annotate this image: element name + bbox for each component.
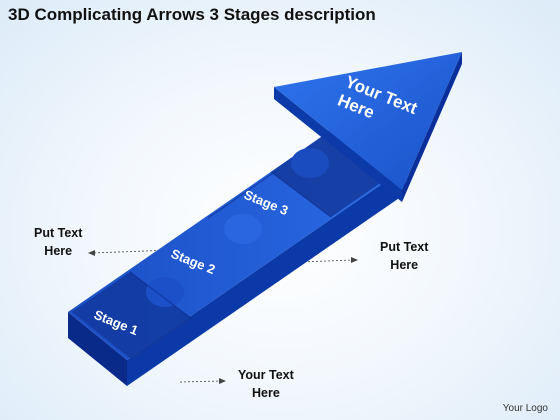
slide-title: 3D Complicating Arrows 3 Stages descript… [8,5,376,24]
callout-bottom-line-1: Your Text [238,368,294,382]
callout-right: Put Text Here [380,238,428,274]
puzzle-knob-2 [224,214,262,244]
callout-right-line-1: Put Text [380,240,429,254]
stage-1-tile [72,272,192,360]
puzzle-knob-1 [146,277,184,307]
puzzle-seam-1-2 [129,271,193,320]
leader-line-bottom [179,380,223,383]
callout-left: Put Text Here [34,224,82,260]
leader-arrow-right [351,257,358,263]
leader-line-right [299,259,355,263]
arrow-front-face [68,312,127,386]
leader-arrow-left [88,250,95,256]
arrow-head-top [274,52,462,190]
puzzle-knob-3 [291,148,329,178]
callout-left-line-2: Here [44,244,73,258]
arrow-head-side [402,52,462,202]
callout-left-line-1: Put Text [34,226,83,240]
logo-placeholder: Your Logo [502,403,548,414]
leader-arrow-bottom [219,378,226,384]
callout-right-line-2: Here [390,258,419,272]
arrow-head-bottom [274,87,402,202]
puzzle-seam-2-3 [207,170,332,219]
callout-bottom: Your Text Here [238,366,294,402]
callout-bottom-line-2: Here [252,386,280,400]
arrow-side-face [127,168,405,386]
